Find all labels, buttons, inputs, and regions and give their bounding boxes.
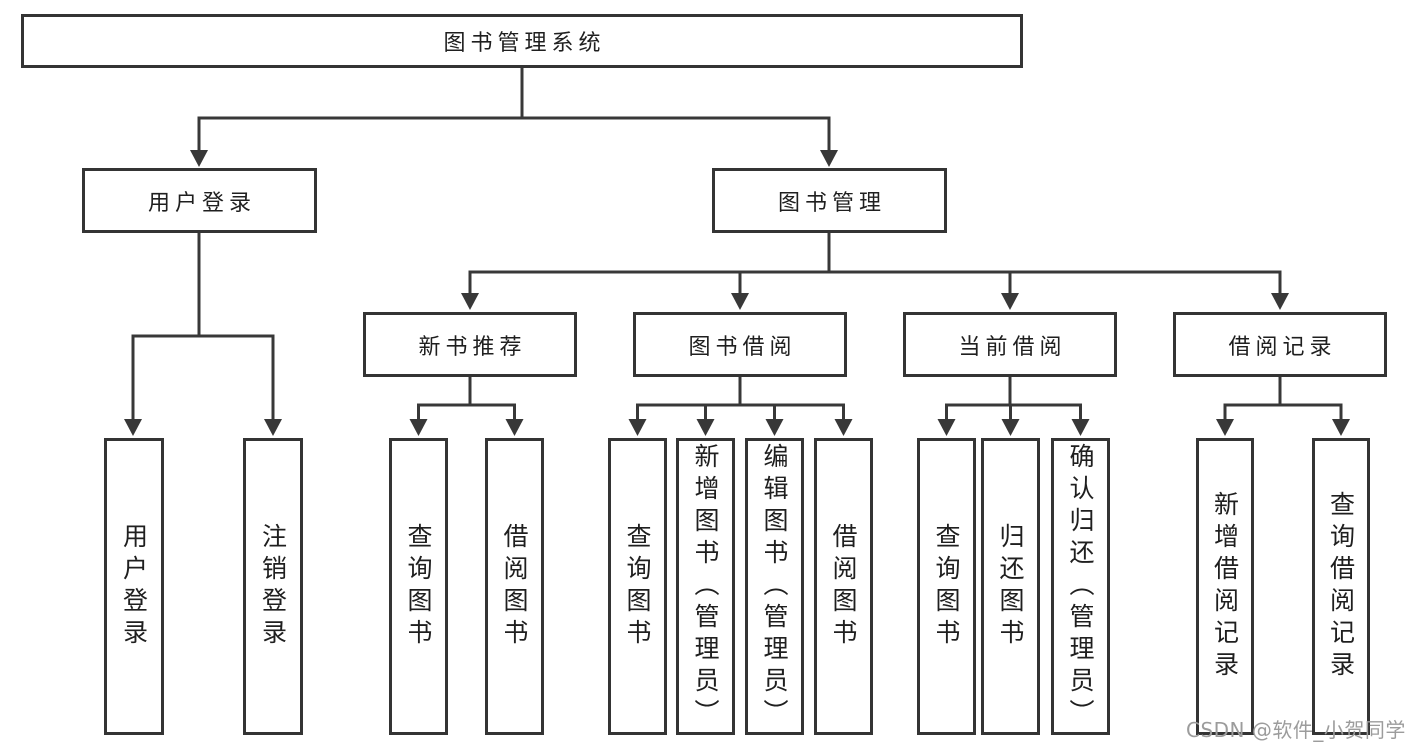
leaf-edit-book-admin-label: 编辑图书（管理员） bbox=[760, 442, 789, 731]
leaf-confirm-return-admin-label: 确认归还（管理员） bbox=[1066, 442, 1095, 731]
leaf-borrow-books-recommend-label: 借阅图书 bbox=[500, 522, 529, 651]
branch-root bbox=[190, 67, 838, 167]
branch-book-management bbox=[461, 232, 1289, 310]
leaf-query-books-recommend-label: 查询图书 bbox=[404, 522, 433, 651]
branch-borrow-records bbox=[1216, 376, 1350, 436]
leaf-user-login-label: 用户登录 bbox=[119, 522, 149, 651]
node-user-login-label: 用户登录 bbox=[147, 190, 256, 216]
node-root: 图书管理系统 bbox=[21, 14, 1023, 68]
leaf-add-borrow-record-label: 新增借阅记录 bbox=[1210, 490, 1240, 683]
leaf-add-book-admin: 新增图书（管理员） bbox=[676, 438, 735, 735]
node-borrow-records: 借阅记录 bbox=[1173, 312, 1387, 377]
leaf-borrow-books-label: 借阅图书 bbox=[829, 522, 858, 651]
node-new-book-recommend-label: 新书推荐 bbox=[418, 334, 527, 360]
leaf-query-books-borrow-label: 查询图书 bbox=[623, 522, 652, 651]
watermark-text: CSDN @软件_小贺同学 bbox=[1186, 718, 1405, 742]
node-book-management: 图书管理 bbox=[712, 168, 947, 233]
branch-user-login bbox=[124, 232, 282, 436]
leaf-logout-label: 注销登录 bbox=[258, 522, 288, 651]
node-user-login: 用户登录 bbox=[82, 168, 317, 233]
node-current-borrow: 当前借阅 bbox=[903, 312, 1117, 377]
leaf-borrow-books: 借阅图书 bbox=[814, 438, 873, 735]
branch-current-borrow bbox=[937, 376, 1090, 436]
leaf-query-borrow-record: 查询借阅记录 bbox=[1312, 438, 1370, 735]
node-new-book-recommend: 新书推荐 bbox=[363, 312, 577, 377]
node-current-borrow-label: 当前借阅 bbox=[958, 334, 1067, 360]
leaf-add-borrow-record: 新增借阅记录 bbox=[1196, 438, 1254, 735]
node-book-management-label: 图书管理 bbox=[777, 190, 886, 216]
leaf-add-book-admin-label: 新增图书（管理员） bbox=[691, 442, 720, 731]
leaf-return-book: 归还图书 bbox=[981, 438, 1040, 735]
leaf-query-books-borrow: 查询图书 bbox=[608, 438, 667, 735]
node-root-label: 图书管理系统 bbox=[443, 31, 606, 56]
leaf-query-books-current: 查询图书 bbox=[917, 438, 976, 735]
leaf-logout: 注销登录 bbox=[243, 438, 303, 735]
node-book-borrow-label: 图书借阅 bbox=[688, 334, 797, 360]
branch-book-borrow bbox=[628, 376, 853, 436]
node-borrow-records-label: 借阅记录 bbox=[1228, 334, 1337, 360]
leaf-query-books-current-label: 查询图书 bbox=[932, 522, 961, 651]
leaf-query-borrow-record-label: 查询借阅记录 bbox=[1326, 490, 1356, 683]
node-book-borrow: 图书借阅 bbox=[633, 312, 847, 377]
leaf-user-login: 用户登录 bbox=[104, 438, 164, 735]
leaf-borrow-books-recommend: 借阅图书 bbox=[485, 438, 544, 735]
leaf-return-book-label: 归还图书 bbox=[996, 522, 1025, 651]
leaf-confirm-return-admin: 确认归还（管理员） bbox=[1051, 438, 1110, 735]
leaf-query-books-recommend: 查询图书 bbox=[389, 438, 448, 735]
branch-new-book-recommend bbox=[409, 376, 524, 436]
leaf-edit-book-admin: 编辑图书（管理员） bbox=[745, 438, 804, 735]
